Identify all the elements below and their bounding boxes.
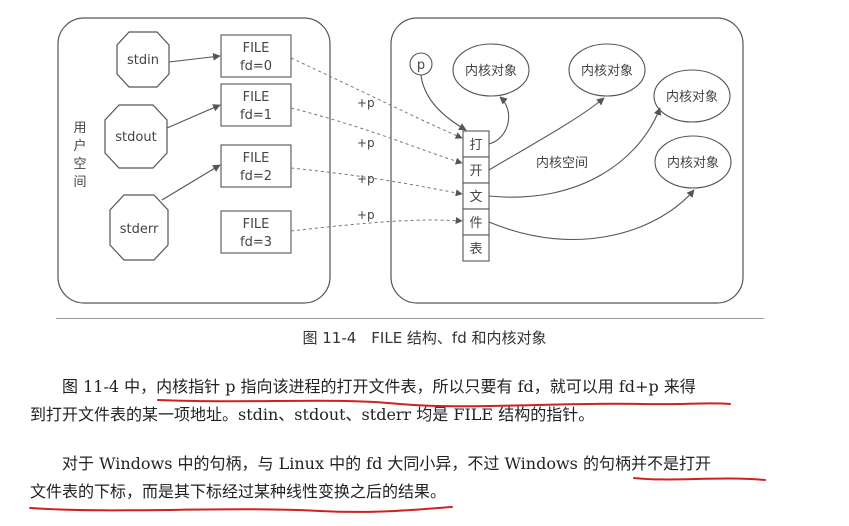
table-cell-label: 文 xyxy=(469,190,482,205)
offset-label: +p xyxy=(357,96,375,110)
kernel-object-label: 内核对象 xyxy=(666,89,718,105)
kernel-object-3 xyxy=(653,69,731,123)
paragraph-1: 图 11-4 中，内核指针 p 指向该进程的打开文件表，所以只要有 fd，就可以… xyxy=(30,373,830,429)
arrow-p-table xyxy=(420,74,467,131)
user-space-char: 间 xyxy=(73,175,86,190)
paragraph-line: 对于 Windows 中的句柄，与 Linux 中的 fd 大同小异，不过 Wi… xyxy=(62,454,711,473)
file-box-fd: fd=0 xyxy=(240,59,272,74)
stdout-node xyxy=(104,104,168,169)
file-box-title: FILE xyxy=(243,217,270,232)
dashed-arrow-fd0 xyxy=(290,57,463,139)
file-box-title: FILE xyxy=(243,41,270,56)
stdin-label: stdin xyxy=(127,53,159,68)
dashed-arrow-fd2 xyxy=(290,167,463,197)
arrow-stdout-file xyxy=(166,104,221,129)
kernel-space-label: 内核空间 xyxy=(536,155,588,171)
file-box-fd: fd=1 xyxy=(240,108,272,123)
arrow-table-object-3 xyxy=(488,107,662,198)
table-cell-label: 表 xyxy=(469,242,482,257)
file-box-0: FILE fd=0 xyxy=(220,34,292,78)
diagram: 用 户 空 间 stdin stdout stderr FILE fd=0 FI… xyxy=(57,17,744,304)
arrow-table-object-1 xyxy=(488,96,510,145)
file-box-1: FILE fd=1 xyxy=(220,83,292,127)
table-cell-label: 开 xyxy=(469,164,482,179)
stderr-label: stderr xyxy=(120,222,159,237)
file-box-fd: fd=3 xyxy=(240,235,272,250)
arrow-table-object-4 xyxy=(488,189,695,241)
kernel-space-region xyxy=(390,17,744,304)
paragraph-2: 对于 Windows 中的句柄，与 Linux 中的 fd 大同小异，不过 Wi… xyxy=(30,450,830,506)
stdin-node xyxy=(116,31,170,88)
arrow-stderr-file xyxy=(161,164,221,201)
user-space-label: 用 户 空 间 xyxy=(73,121,86,190)
kernel-object-label: 内核对象 xyxy=(465,63,517,79)
arrow-table-object-2 xyxy=(488,97,605,171)
user-space-char: 户 xyxy=(73,138,86,154)
pointer-p-label: p xyxy=(417,58,425,73)
user-space-region xyxy=(57,17,331,304)
kernel-object-1 xyxy=(452,43,530,97)
dashed-arrow-fd1 xyxy=(290,107,463,165)
caption-rule xyxy=(56,318,764,319)
stdout-label: stdout xyxy=(115,130,156,145)
file-box-title: FILE xyxy=(243,90,270,105)
user-space-char: 空 xyxy=(73,157,86,172)
stderr-node xyxy=(109,194,169,261)
table-cell-label: 件 xyxy=(469,216,482,231)
red-underline xyxy=(29,506,453,513)
figure-caption: 图 11-4 FILE 结构、fd 和内核对象 xyxy=(302,329,547,347)
kernel-object-4 xyxy=(654,135,732,189)
file-box-2: FILE fd=2 xyxy=(220,144,292,188)
offset-label: +p xyxy=(357,136,375,150)
arrow-stdin-file xyxy=(168,52,221,63)
paragraph-line: 到打开文件表的某一项地址。stdin、stdout、stderr 均是 FILE… xyxy=(30,405,595,424)
offset-label: +p xyxy=(357,208,375,222)
kernel-object-label: 内核对象 xyxy=(667,155,719,171)
paragraph-line: 图 11-4 中，内核指针 p 指向该进程的打开文件表，所以只要有 fd，就可以… xyxy=(62,377,696,396)
table-cell-label: 打 xyxy=(469,138,482,153)
offset-label: +p xyxy=(357,172,375,186)
user-space-char: 用 xyxy=(73,121,86,136)
file-box-3: FILE fd=3 xyxy=(220,210,292,254)
kernel-object-2 xyxy=(568,43,646,97)
open-file-table: 打 开 文 件 表 xyxy=(462,130,490,262)
kernel-object-label: 内核对象 xyxy=(581,63,633,79)
dashed-arrow-fd3 xyxy=(290,217,463,232)
paragraph-line: 文件表的下标，而是其下标经过某种线性变换之后的结果。 xyxy=(30,482,447,501)
file-box-fd: fd=2 xyxy=(240,169,272,184)
file-box-title: FILE xyxy=(243,151,270,166)
